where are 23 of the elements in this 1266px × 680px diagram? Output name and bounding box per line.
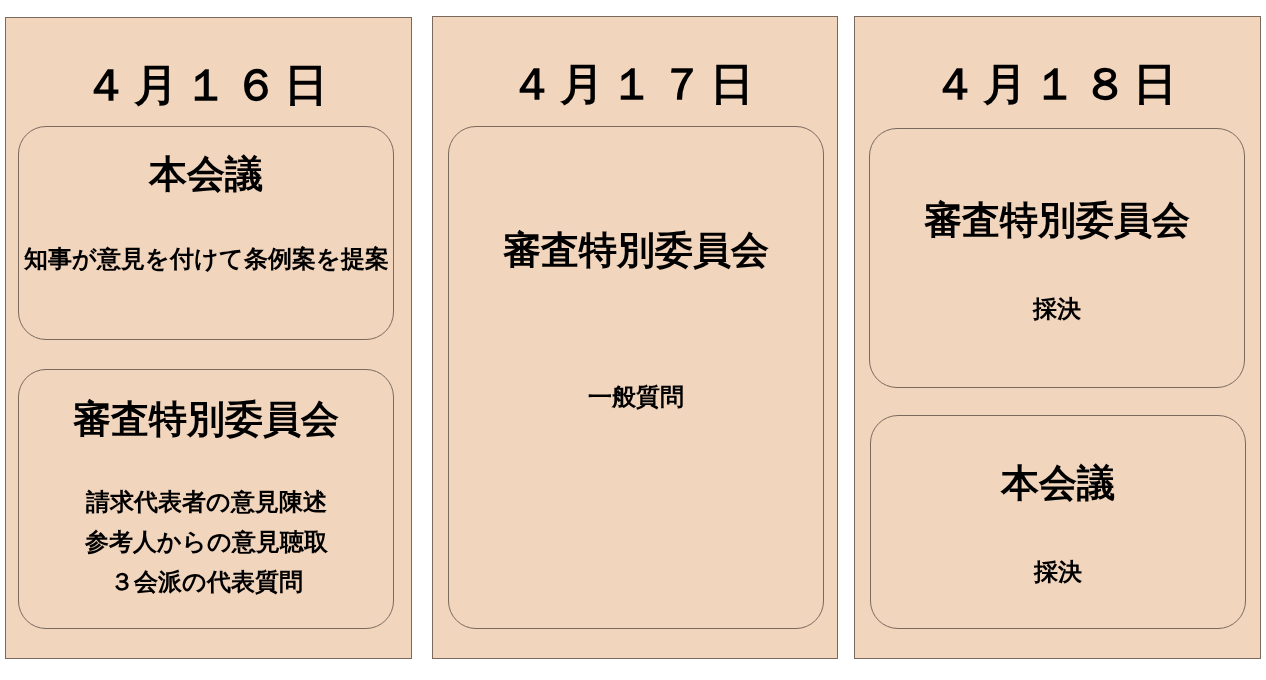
session-box (869, 128, 1245, 388)
session-heading: 審査特別委員会 (72, 396, 340, 443)
date-heading: ４月１８日 (931, 57, 1184, 111)
agenda-text: ３会派の代表質問 (108, 567, 304, 598)
agenda-text: 一般質問 (587, 382, 685, 413)
day-column (5, 17, 412, 659)
date-heading: ４月１６日 (82, 58, 335, 112)
date-heading: ４月１７日 (509, 57, 761, 111)
session-heading: 本会議 (147, 151, 264, 198)
day-column (854, 16, 1261, 659)
session-box (870, 415, 1246, 629)
session-heading: 審査特別委員会 (923, 197, 1191, 244)
session-heading: 本会議 (999, 460, 1116, 507)
session-box (18, 369, 394, 629)
day-column (432, 16, 838, 659)
agenda-text: 採決 (1031, 294, 1082, 325)
agenda-text: 請求代表者の意見陳述 (84, 487, 328, 518)
session-box (18, 126, 394, 340)
agenda-text: 知事が意見を付けて条例案を提案 (22, 244, 390, 275)
agenda-text: 採決 (1032, 557, 1083, 588)
session-box (448, 126, 824, 629)
session-heading: 審査特別委員会 (502, 227, 770, 274)
agenda-text: 参考人からの意見聴取 (83, 527, 329, 558)
